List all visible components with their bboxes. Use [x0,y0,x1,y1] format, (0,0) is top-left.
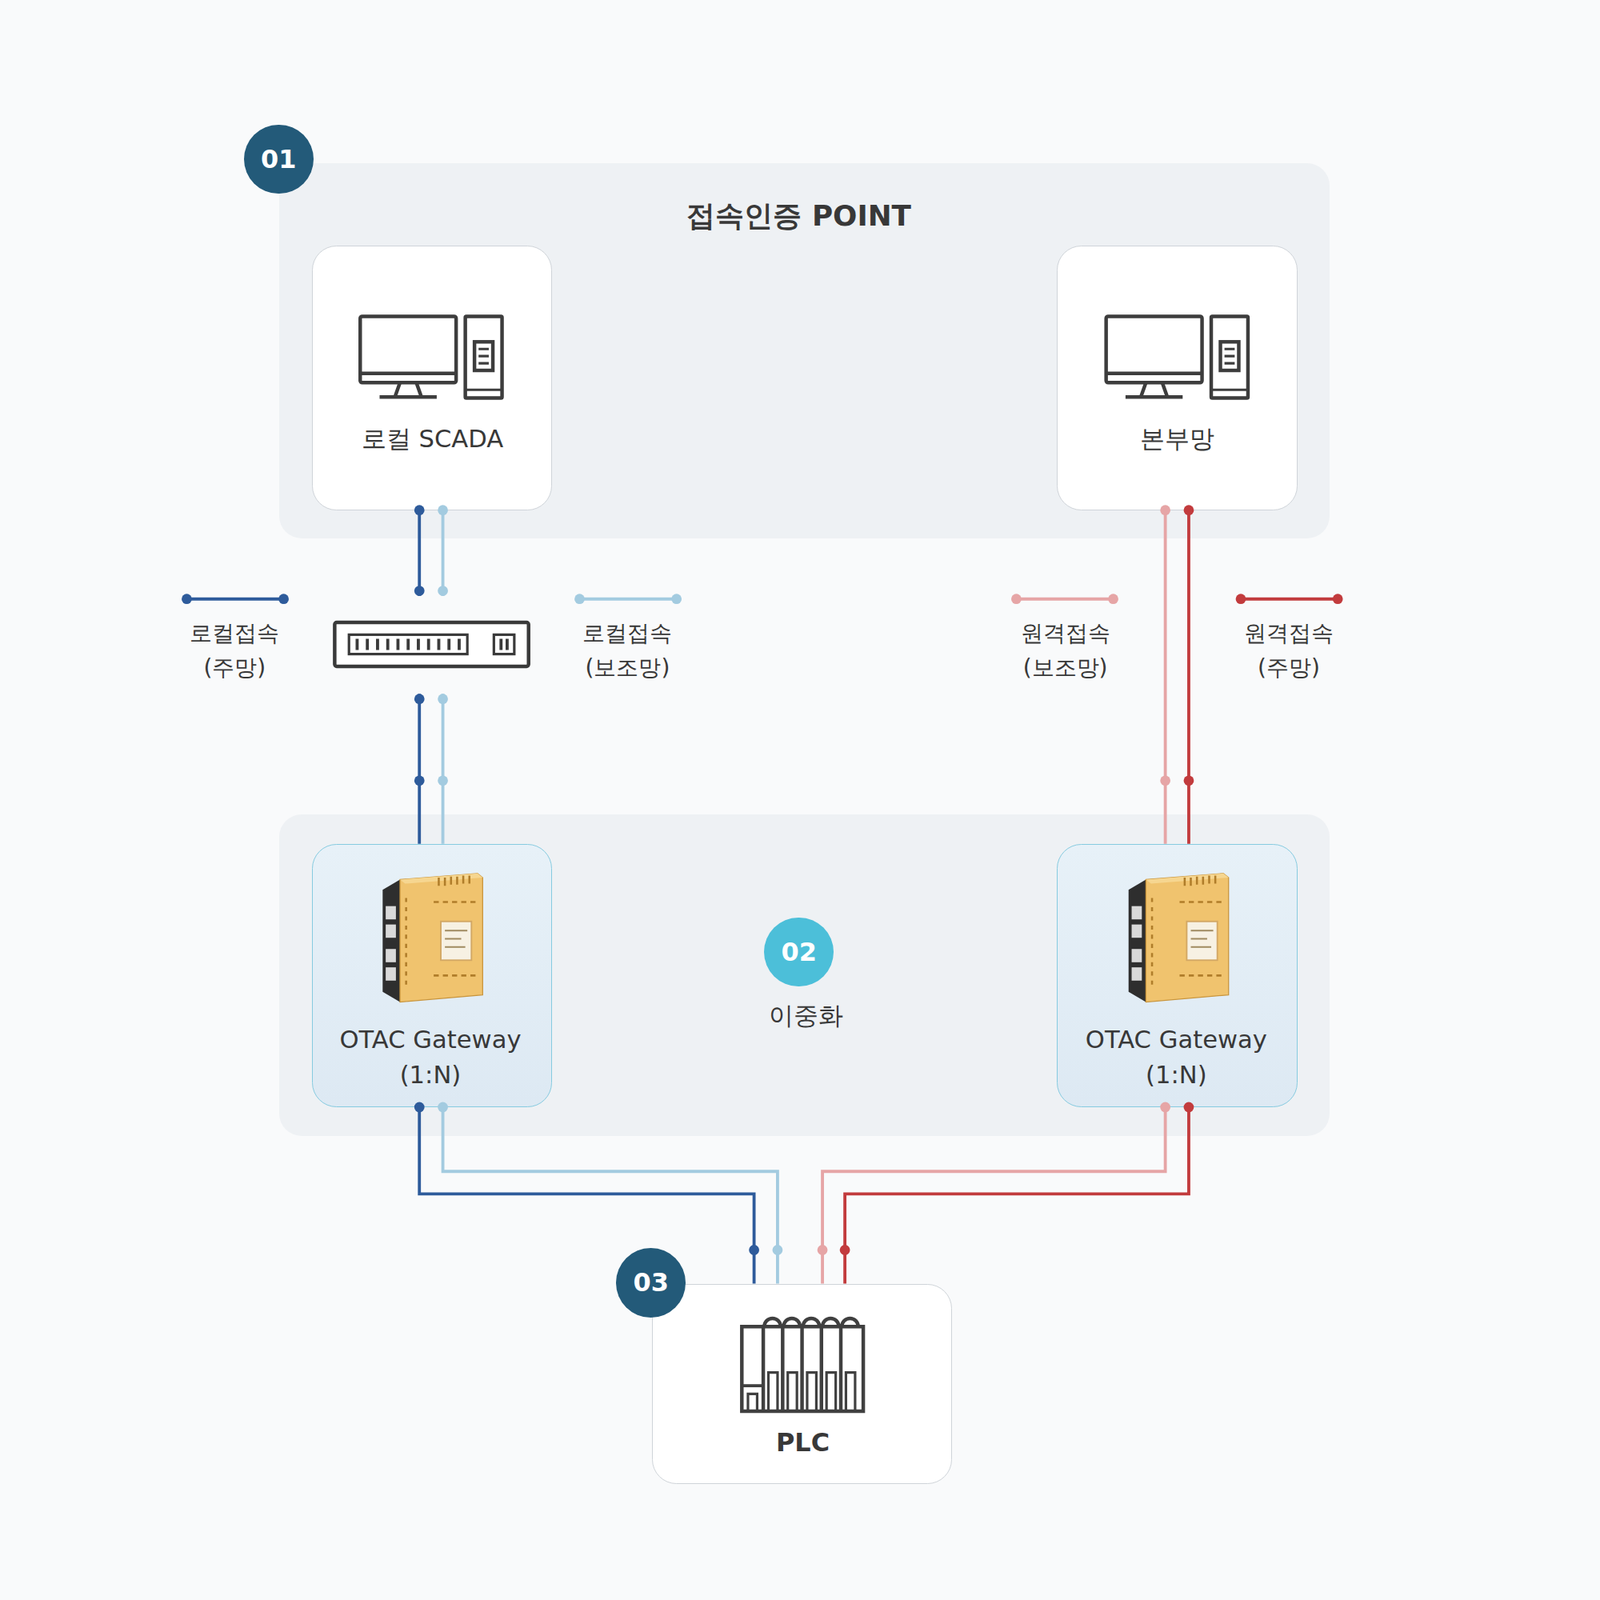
legend-swatch [1236,593,1247,604]
legend-swatch [1011,593,1119,604]
legend-swatch [671,593,682,604]
line-end-dot [748,1244,760,1256]
switch-icon [493,634,515,654]
legend-swatch [579,597,676,601]
line-end-dot [414,693,425,704]
group-title: 이중화 [768,1000,844,1033]
legend-swatch [1332,593,1344,604]
switch-icon [348,634,468,654]
line-end-dot [414,775,425,786]
legend-swatch [574,593,682,604]
node-label: 로컬 SCADA [361,423,504,456]
switch-icon [334,622,528,667]
system-box: 로컬 SCADA [312,245,552,510]
legend-swatch [574,593,585,604]
connector-line [1187,510,1191,844]
legend-label: 로컬접속 (보조망) [571,615,684,685]
callout-number: 01 [244,124,314,195]
line-end-dot [414,585,425,596]
callout-number: 03 [616,1248,686,1318]
legend-swatch [181,593,289,604]
line-end-dot [437,693,448,704]
line-end-dot [437,775,448,786]
node-label: 본부망 [1140,423,1215,456]
line-end-dot [772,1244,784,1256]
legend-label: 원격접속 (주망) [1232,615,1345,685]
legend-swatch [1016,597,1113,601]
node-label: PLC [776,1426,830,1460]
legend-swatch [1011,593,1022,604]
line-gap [403,596,462,694]
line-end-dot [437,585,448,596]
line-end-dot [1160,775,1171,786]
legend-swatch [1236,593,1344,604]
line-end-dot [817,1244,828,1256]
switch-icon [356,638,460,650]
switch-icon [334,622,528,667]
node-label: OTAC Gateway (1:N) [323,1022,538,1092]
legend-label: 로컬접속 (주망) [178,615,291,685]
connector-line [1164,510,1168,844]
group-title: 접속인증 POINT [686,197,911,235]
legend-swatch [1108,593,1119,604]
node-label: OTAC Gateway (1:N) [1068,1022,1284,1092]
legend-swatch [1240,597,1338,601]
switch-icon [500,638,508,650]
line-end-dot [840,1244,851,1256]
legend-swatch [278,593,289,604]
line-end-dot [1184,775,1195,786]
system-box: 본부망 [1056,245,1298,510]
group-band: 접속인증 POINT 로컬 SCADA 본부망 [279,163,1330,539]
connector-line [417,510,421,844]
gateway-box: OTAC Gateway (1:N) [312,844,552,1108]
gateway-box: OTAC Gateway (1:N) [1056,844,1298,1108]
legend-swatch [181,593,192,604]
plc-box: PLC [652,1284,952,1484]
callout-number: 02 [764,917,834,988]
legend-label: 원격접속 (보조망) [1008,615,1121,685]
legend-swatch [186,597,284,601]
connector-line [441,510,445,844]
legend-samples [181,593,1344,604]
